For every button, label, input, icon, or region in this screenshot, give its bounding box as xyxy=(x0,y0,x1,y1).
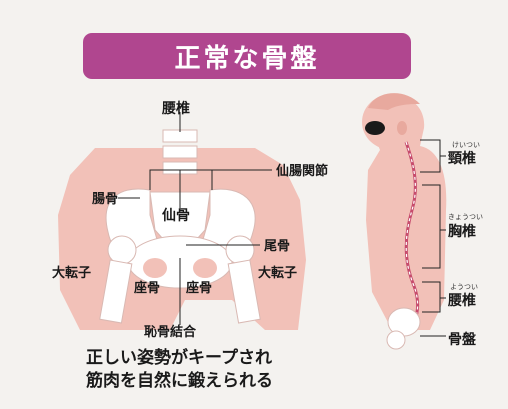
side-figure-ear xyxy=(397,121,407,135)
label-thoracic: 胸椎 xyxy=(448,224,476,240)
spine-brackets xyxy=(420,139,446,337)
label-sacroiliac-joint: 仙腸関節 xyxy=(276,164,329,179)
caption-line-2: 筋肉を自然に鍛えられる xyxy=(86,371,273,391)
label-ischium-right: 座骨 xyxy=(186,281,213,296)
side-femur-head xyxy=(386,330,406,350)
side-figure-hair xyxy=(368,93,420,110)
label-spine-lumbar: 腰椎 xyxy=(448,293,476,309)
label-ischium-left: 座骨 xyxy=(134,281,161,296)
label-cervical: 頸椎 xyxy=(448,151,476,167)
lumbar-vertebra-2 xyxy=(162,145,198,159)
label-greater-trochanter-right: 大転子 xyxy=(258,266,298,281)
label-lumbar: 腰椎 xyxy=(162,101,190,117)
pelvis-leader-lines xyxy=(118,112,272,325)
obturator-right xyxy=(193,258,217,278)
obturator-left xyxy=(143,258,167,278)
side-figure-body xyxy=(362,96,447,330)
ruby-lumbar: ようつい xyxy=(450,283,478,291)
label-coccyx: 尾骨 xyxy=(264,239,291,254)
caption-line-1: 正しい姿勢がキープされ xyxy=(86,348,272,368)
label-greater-trochanter-left: 大転子 xyxy=(52,266,92,281)
label-ilium: 腸骨 xyxy=(92,192,119,207)
femoral-head-left xyxy=(107,235,137,265)
ruby-cervical: けいつい xyxy=(452,141,480,149)
femur-left xyxy=(99,259,133,324)
ruby-thoracic: きょうつい xyxy=(448,213,483,221)
page-title: 正常な骨盤 xyxy=(174,43,320,74)
sunglasses-icon xyxy=(365,121,385,135)
femur-right xyxy=(227,259,261,324)
caption: 正しい姿勢がキープされ 筋肉を自然に鍛えられる xyxy=(86,347,273,393)
title-banner: 正常な骨盤 xyxy=(83,33,411,79)
label-pelvis: 骨盤 xyxy=(448,332,476,348)
label-pubic-symphysis: 恥骨結合 xyxy=(144,325,197,340)
label-sacrum: 仙骨 xyxy=(162,208,190,224)
spine-column xyxy=(404,141,420,327)
